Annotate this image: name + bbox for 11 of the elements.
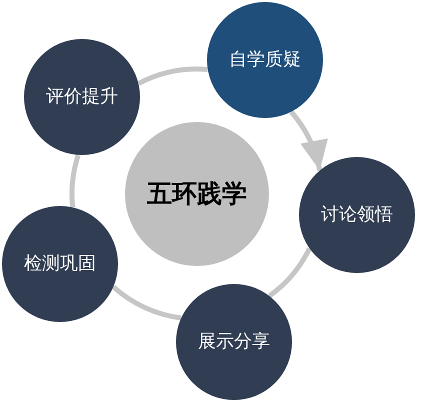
center-title: 五环践学 bbox=[147, 179, 247, 209]
arc-connector bbox=[112, 284, 182, 320]
step-label: 展示分享 bbox=[198, 331, 270, 353]
arc-connector bbox=[268, 247, 312, 298]
step-label: 讨论领悟 bbox=[321, 204, 393, 226]
arc-connector bbox=[138, 66, 208, 86]
step-label: 自学质疑 bbox=[229, 49, 301, 71]
step-label: 评价提升 bbox=[46, 86, 118, 108]
arc-connector bbox=[70, 154, 81, 208]
step-label: 检测巩固 bbox=[24, 253, 96, 275]
arc-arrow bbox=[289, 110, 326, 172]
